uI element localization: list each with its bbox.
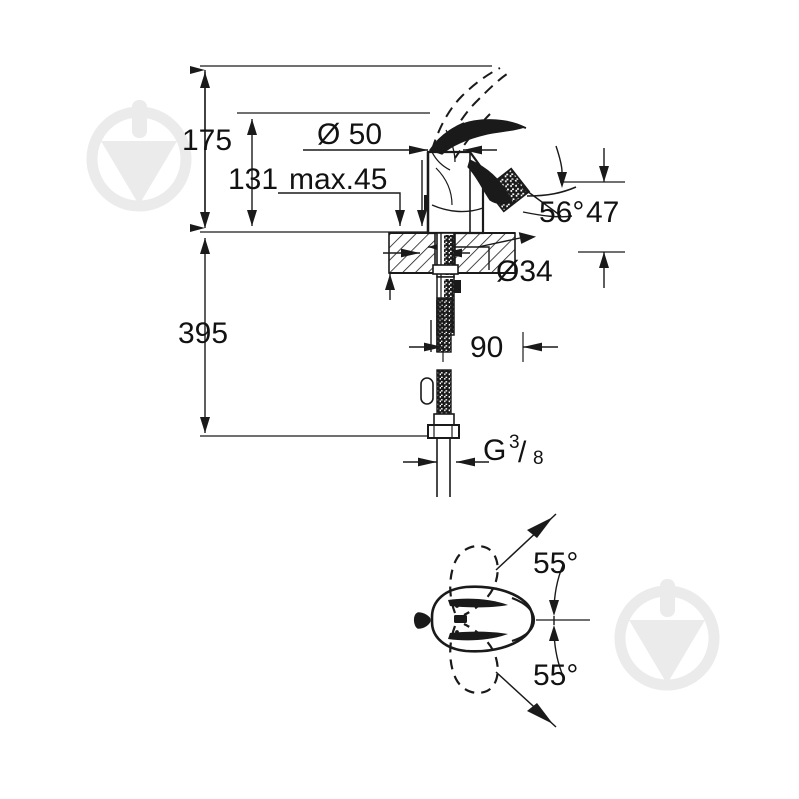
label-diameter-34: Ø34 <box>496 255 553 288</box>
dimension-55-upper <box>495 513 564 620</box>
label-131: 131 <box>228 163 278 196</box>
droplet-in-circle-watermark-right <box>614 579 720 691</box>
label-max-45: max.45 <box>289 163 387 196</box>
dimension-131 <box>247 119 257 226</box>
thread-denominator: 8 <box>533 448 544 469</box>
deck-lower-arrow <box>385 274 395 300</box>
top-plan-handle-view <box>413 544 590 695</box>
label-angle-56: 56° <box>539 196 584 229</box>
dimension-55-lower <box>495 620 564 728</box>
thread-prefix: G <box>483 434 506 467</box>
dimension-47 <box>560 148 625 288</box>
thread-slash: / <box>518 436 527 469</box>
faucet-body <box>424 150 577 235</box>
leader-max-45 <box>278 160 427 226</box>
label-175: 175 <box>182 124 232 157</box>
label-90: 90 <box>470 331 503 364</box>
label-diameter-50: Ø 50 <box>317 118 382 151</box>
flexible-hose <box>420 297 460 497</box>
label-47: 47 <box>586 196 619 229</box>
lever-handle-raised-dashed <box>431 67 508 159</box>
label-395: 395 <box>178 317 228 350</box>
dimension-395 <box>200 238 210 433</box>
dimension-175 <box>190 66 210 232</box>
thread-numerator: 3 <box>509 432 520 453</box>
label-thread-g38: G 3 / 8 <box>483 432 544 469</box>
droplet-in-circle-watermark-left <box>86 100 192 212</box>
label-55-lower: 55° <box>533 659 578 692</box>
label-55-upper: 55° <box>533 547 578 580</box>
